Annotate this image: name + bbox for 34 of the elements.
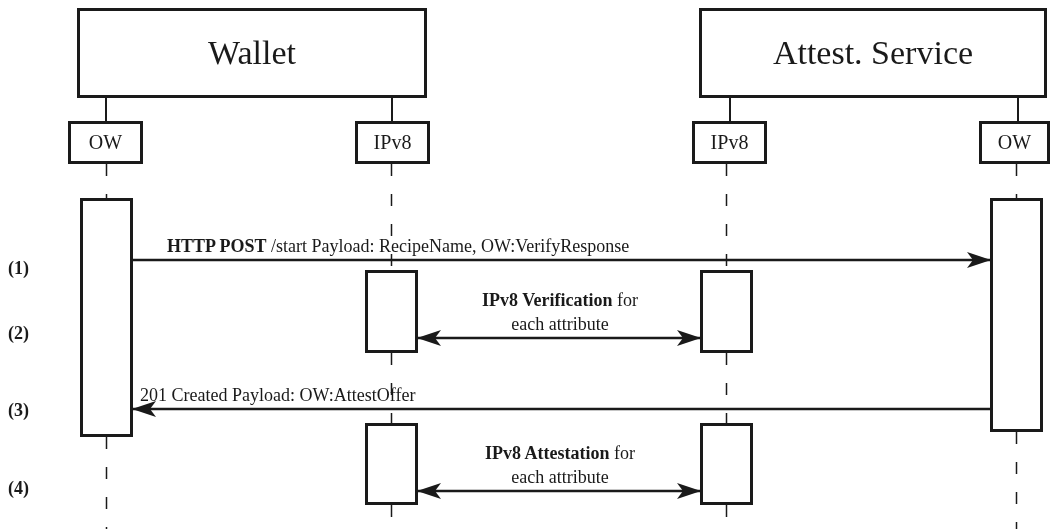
message-label: IPv8 Attestation for each attribute bbox=[484, 442, 636, 489]
lifeline-head-box: OW bbox=[68, 121, 143, 164]
message-arrow bbox=[417, 330, 701, 346]
step-number: (4) bbox=[8, 478, 29, 499]
step-number: (1) bbox=[8, 258, 29, 279]
participant-box: Wallet bbox=[77, 8, 427, 98]
lifeline bbox=[1015, 163, 1018, 199]
lifeline bbox=[105, 163, 108, 199]
participant-box: Attest. Service bbox=[699, 8, 1047, 98]
message-label: IPv8 Verification for each attribute bbox=[481, 289, 639, 336]
lifeline-head-box: IPv8 bbox=[692, 121, 767, 164]
lifeline-head-box: IPv8 bbox=[355, 121, 430, 164]
connector-line bbox=[105, 97, 107, 122]
message-label: 201 Created Payload: OW:AttestOffer bbox=[140, 384, 417, 407]
lifeline bbox=[105, 436, 108, 529]
connector-line bbox=[391, 97, 393, 122]
lifeline-head-box: OW bbox=[979, 121, 1050, 164]
message-arrow bbox=[132, 401, 990, 417]
message-arrow bbox=[417, 483, 701, 499]
activation-bar bbox=[700, 270, 753, 353]
message-label: HTTP POST /start Payload: RecipeName, OW:VerifyResponse bbox=[167, 235, 631, 258]
lifeline bbox=[1015, 431, 1018, 529]
activation-bar bbox=[365, 423, 418, 505]
activation-bar bbox=[365, 270, 418, 353]
activation-bar bbox=[990, 198, 1043, 432]
message-arrow bbox=[133, 252, 991, 268]
step-number: (3) bbox=[8, 400, 29, 421]
connector-line bbox=[729, 97, 731, 122]
step-number: (2) bbox=[8, 323, 29, 344]
connector-line bbox=[1017, 97, 1019, 122]
lifeline bbox=[390, 352, 393, 424]
activation-bar bbox=[700, 423, 753, 505]
lifeline bbox=[725, 352, 728, 424]
activation-bar bbox=[80, 198, 133, 437]
